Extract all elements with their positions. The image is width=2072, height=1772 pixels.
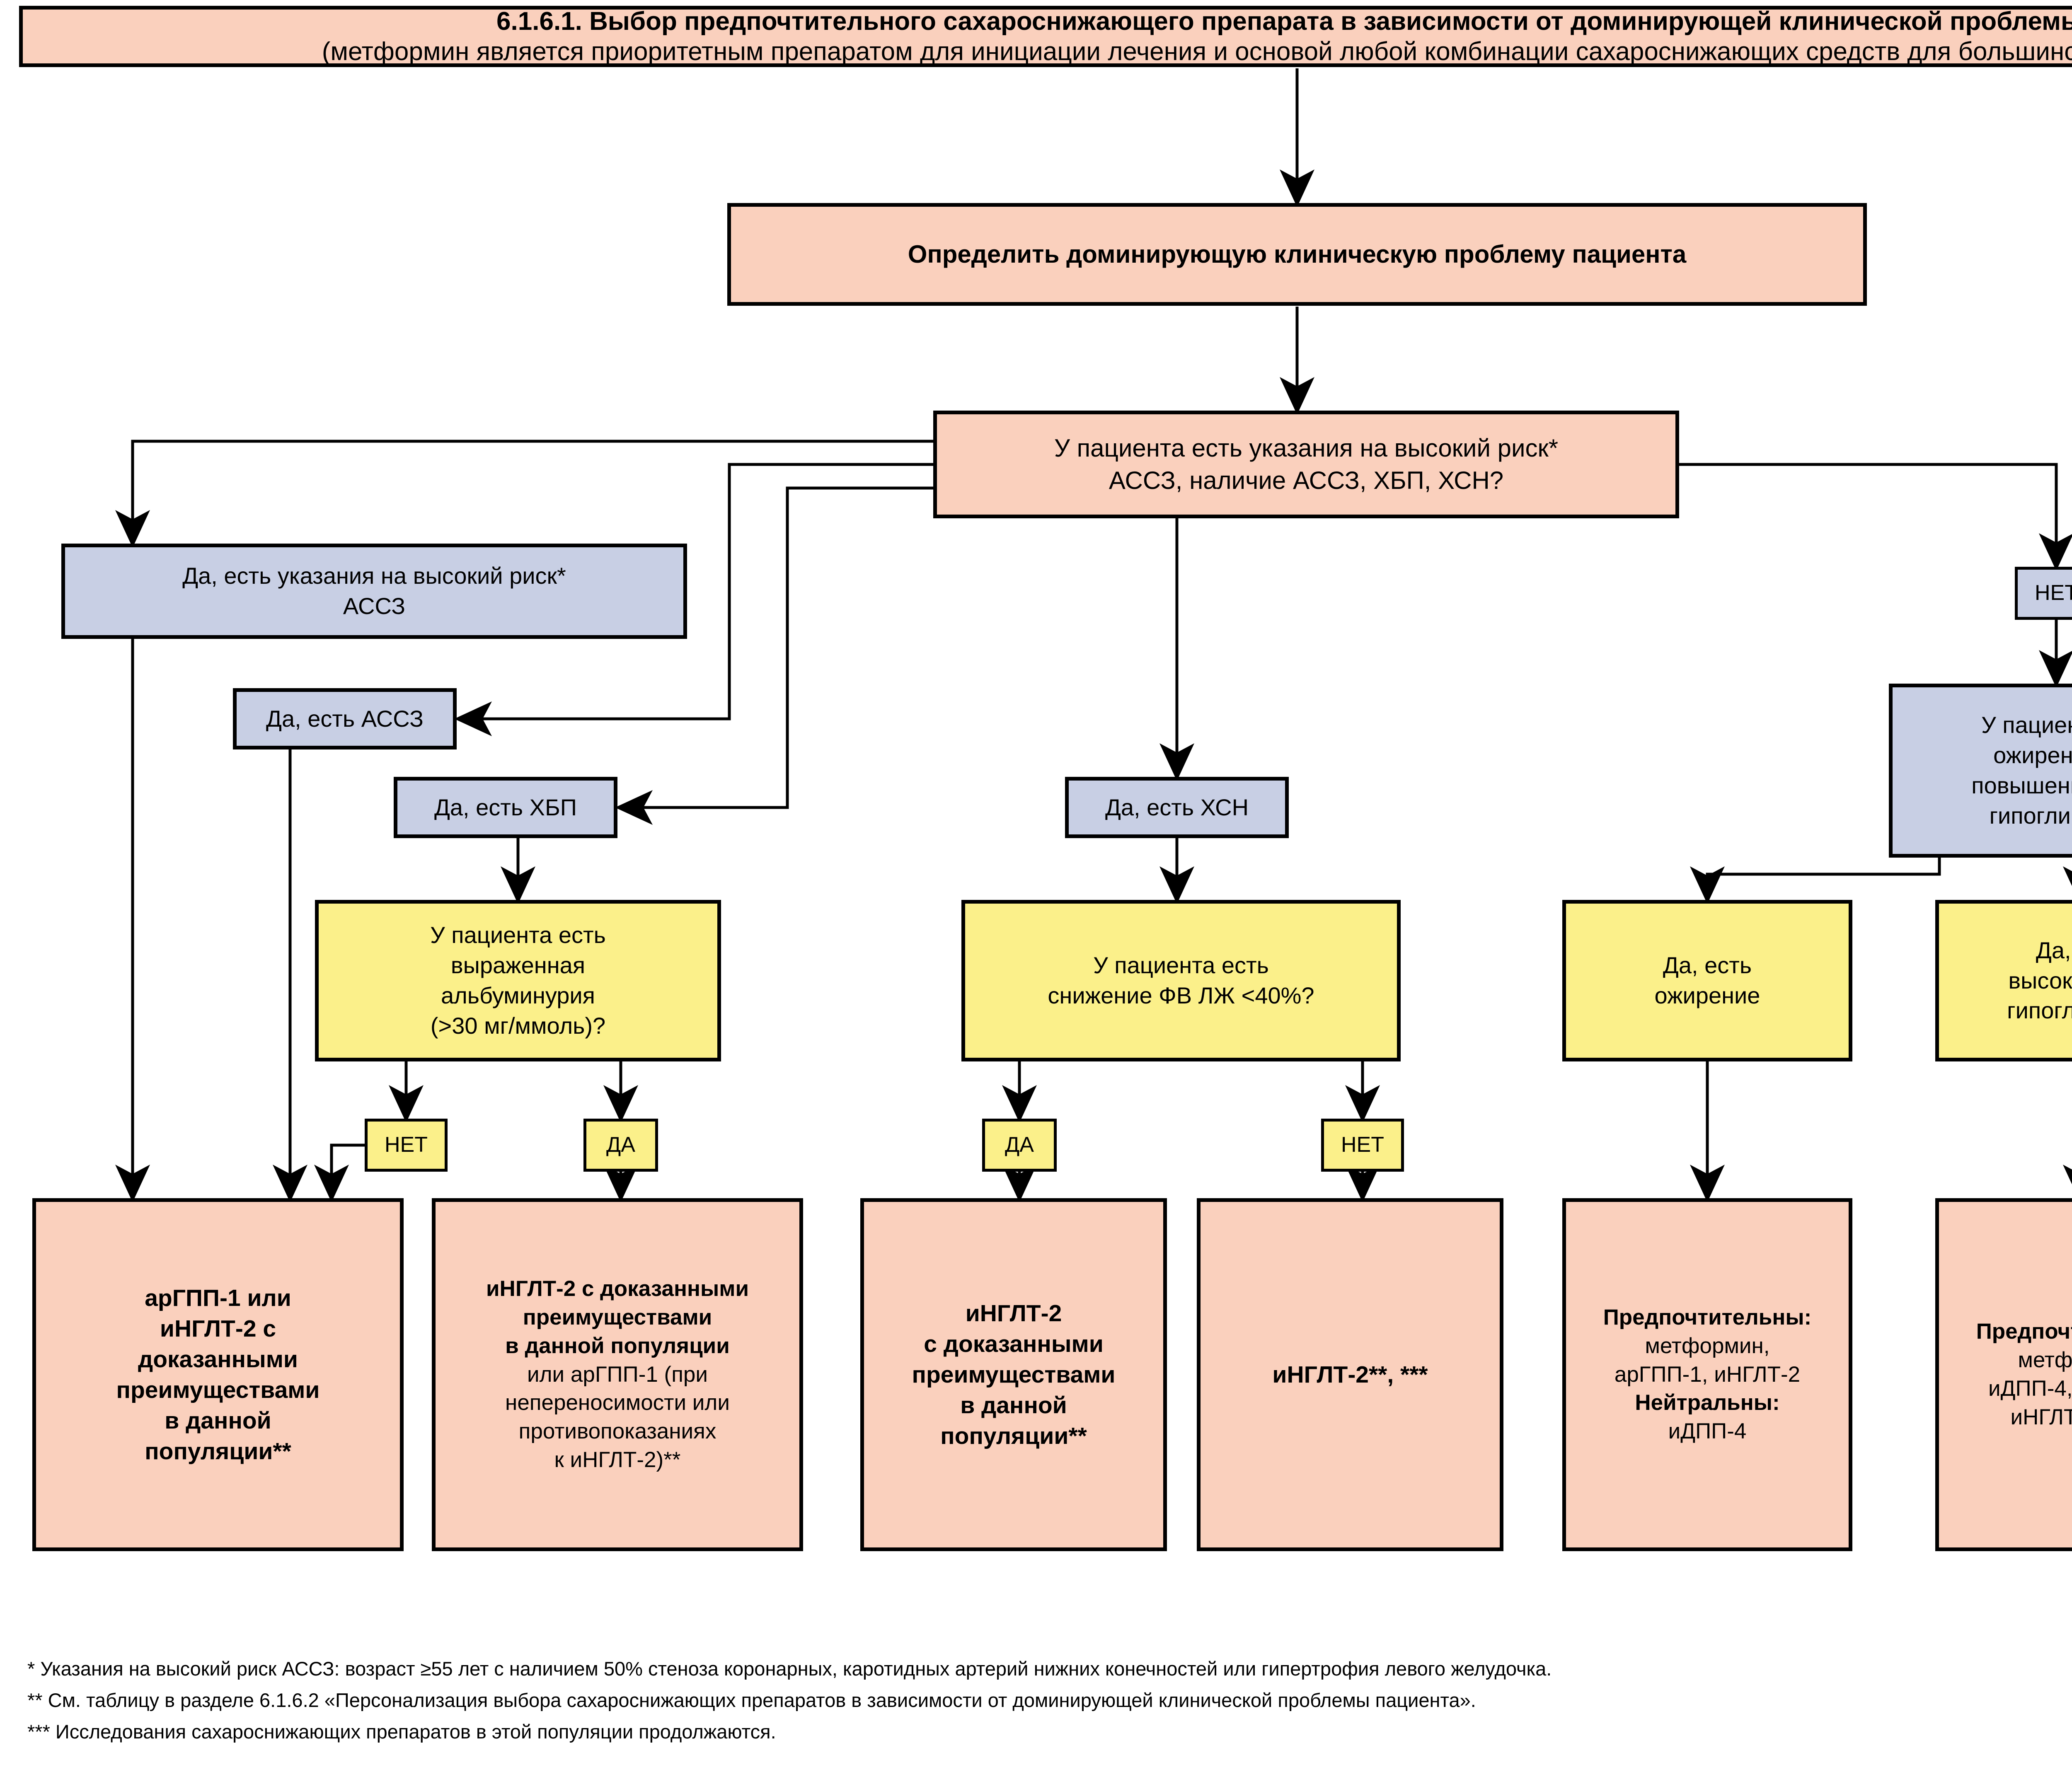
result-6-heading-preferred: Предпочтительны: (1976, 1319, 2072, 1344)
node-question-ef-line2: снижение ФВ ЛЖ <40%? (1048, 982, 1314, 1008)
node-yes-hypo-line1: Да, есть (2036, 937, 2072, 963)
node-yes-hypo-line3: гипогликемий (2007, 997, 2072, 1024)
node-question-obesity-line3: повышенный риск (1971, 772, 2072, 798)
result-6-body2: иДПП-4, арГПП-1, (1988, 1376, 2072, 1401)
result-2-bold1: иНГЛТ-2 с доказанными (486, 1276, 749, 1301)
page-title-banner: 6.1.6.1. Выбор предпочтительного сахарос… (19, 6, 2072, 67)
result-6-body1: метформин, (2018, 1348, 2072, 1373)
node-yes-obesity-line1: Да, есть (1663, 952, 1752, 979)
node-yes-hypoglycemia-risk[interactable]: Да, есть высокий риск гипогликемий (1935, 900, 2072, 1061)
node-yes-hbp[interactable]: Да, есть ХБП (394, 777, 617, 838)
node-yes-hsn[interactable]: Да, есть ХСН (1065, 777, 1289, 838)
node-yes-obesity-line2: ожирение (1654, 982, 1760, 1008)
result-1-line2: иНГЛТ-2 с (160, 1315, 276, 1342)
result-5-body3: иДПП-4 (1668, 1419, 1747, 1444)
result-6-body3: иНГЛТ-2, ТЗД (2010, 1405, 2072, 1429)
page-title: 6.1.6.1. Выбор предпочтительного сахарос… (496, 7, 2072, 36)
node-yes-hypo-line2: высокий риск (2008, 967, 2072, 994)
node-determine-problem-label: Определить доминирующую клиническую проб… (908, 240, 1687, 268)
result-2-bold3: в данной популяции (505, 1333, 730, 1358)
node-question-ejection-fraction[interactable]: У пациента есть снижение ФВ ЛЖ <40%? (961, 900, 1401, 1061)
footnote-3: *** Исследования сахароснижающих препара… (27, 1721, 776, 1743)
node-question-albuminuria-line3: альбуминурия (441, 982, 595, 1008)
node-question-assz[interactable]: У пациента есть указания на высокий риск… (933, 411, 1679, 518)
result-3-line1: иНГЛТ-2 (965, 1300, 1062, 1327)
result-2-bold2: преимуществами (523, 1305, 712, 1330)
result-1-line3: доказанными (138, 1346, 298, 1373)
tag-no-assz[interactable]: НЕТ (2015, 567, 2072, 620)
footnotes: * Указания на высокий риск АССЗ: возраст… (27, 1653, 2072, 1748)
node-yes-hsn-label: Да, есть ХСН (1105, 794, 1249, 820)
result-3-line4: в данной (960, 1392, 1067, 1419)
node-question-obesity-line2: ожирение или (1993, 742, 2072, 769)
tag-albuminuria-no-label: НЕТ (385, 1133, 428, 1157)
result-5-body1: метформин, (1645, 1333, 1770, 1358)
result-box-6[interactable]: Предпочтительны: метформин, иДПП-4, арГП… (1935, 1198, 2072, 1551)
node-question-albuminuria[interactable]: У пациента есть выраженная альбуминурия … (315, 900, 721, 1061)
result-5-heading-neutral: Нейтральны: (1635, 1390, 1780, 1415)
result-5-body2: арГПП-1, иНГЛТ-2 (1614, 1362, 1801, 1387)
tag-no-assz-label: НЕТ (2035, 581, 2072, 605)
result-1-line6: популяции** (145, 1438, 291, 1465)
node-question-obesity-line4: гипогликемий? (1989, 802, 2072, 829)
node-yes-obesity[interactable]: Да, есть ожирение (1562, 900, 1852, 1061)
node-question-assz-line1: У пациента есть указания на высокий риск… (1054, 434, 1559, 462)
node-question-albuminuria-line1: У пациента есть (430, 922, 606, 948)
result-3-line3: преимуществами (912, 1361, 1116, 1388)
page-subtitle: (метформин является приоритетным препара… (322, 37, 2072, 66)
result-2-reg4: к иНГЛТ-2)** (554, 1448, 681, 1472)
result-2-reg3: противопоказаниях (518, 1419, 716, 1444)
result-3-line2: с доказанными (924, 1330, 1104, 1357)
result-3-line5: популяции** (940, 1423, 1087, 1450)
node-question-albuminuria-line2: выраженная (450, 952, 586, 979)
result-2-reg1: или арГПП-1 (при (527, 1362, 708, 1387)
result-1-line4: преимуществами (116, 1377, 320, 1403)
result-box-3[interactable]: иНГЛТ-2 с доказанными преимуществами в д… (860, 1198, 1167, 1551)
node-question-obesity-line1: У пациента есть (1981, 712, 2072, 738)
tag-ef-no-label: НЕТ (1341, 1133, 1384, 1157)
node-yes-assz[interactable]: Да, есть АССЗ (233, 688, 457, 749)
node-determine-problem[interactable]: Определить доминирующую клиническую проб… (727, 203, 1867, 306)
node-yes-hbp-label: Да, есть ХБП (434, 794, 577, 820)
result-2-reg2: непереносимости или (505, 1390, 730, 1415)
tag-albuminuria-no[interactable]: НЕТ (365, 1119, 448, 1172)
node-yes-assz-label: Да, есть АССЗ (266, 705, 424, 732)
result-1-line5: в данной (165, 1407, 271, 1434)
tag-ef-no[interactable]: НЕТ (1321, 1119, 1404, 1172)
result-box-1[interactable]: арГПП-1 или иНГЛТ-2 с доказанными преиму… (32, 1198, 404, 1551)
result-5-heading-preferred: Предпочтительны: (1603, 1305, 1812, 1330)
result-box-2[interactable]: иНГЛТ-2 с доказанными преимуществами в д… (432, 1198, 803, 1551)
node-yes-high-risk-line1: Да, есть указания на высокий риск* (182, 563, 566, 589)
node-question-obesity[interactable]: У пациента есть ожирение или повышенный … (1889, 684, 2072, 858)
result-box-4[interactable]: иНГЛТ-2**, *** (1197, 1198, 1503, 1551)
result-box-5[interactable]: Предпочтительны: метформин, арГПП-1, иНГ… (1562, 1198, 1852, 1551)
result-4-line1: иНГЛТ-2**, *** (1272, 1361, 1428, 1388)
footnote-2: ** См. таблицу в разделе 6.1.6.2 «Персон… (27, 1689, 1476, 1712)
result-1-line1: арГПП-1 или (145, 1284, 291, 1311)
node-question-ef-line1: У пациента есть (1093, 952, 1269, 979)
node-yes-high-risk-assz[interactable]: Да, есть указания на высокий риск* АССЗ (61, 544, 687, 639)
footnote-1: * Указания на высокий риск АССЗ: возраст… (27, 1658, 1552, 1680)
node-question-assz-line2: АССЗ, наличие АССЗ, ХБП, ХСН? (1109, 467, 1504, 494)
node-yes-high-risk-line2: АССЗ (343, 593, 406, 619)
tag-albuminuria-yes[interactable]: ДА (583, 1119, 658, 1172)
tag-ef-yes[interactable]: ДА (982, 1119, 1057, 1172)
tag-albuminuria-yes-label: ДА (606, 1133, 635, 1157)
tag-ef-yes-label: ДА (1005, 1133, 1034, 1157)
node-question-albuminuria-line4: (>30 мг/ммоль)? (430, 1012, 606, 1039)
